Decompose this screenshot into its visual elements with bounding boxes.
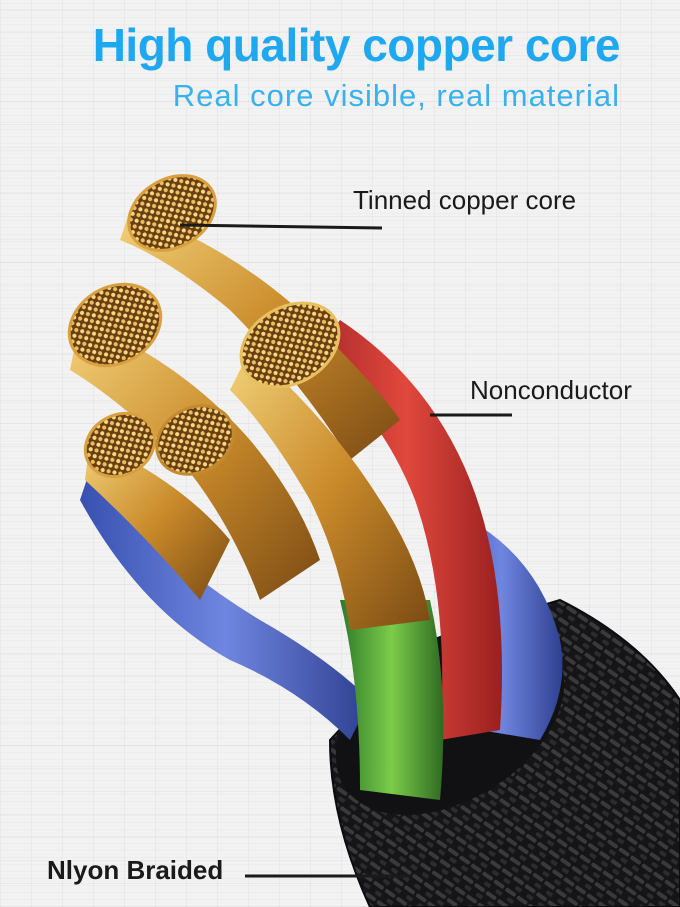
red-wire: [310, 320, 502, 740]
label-nylon-braided: Nlyon Braided: [47, 855, 224, 885]
copper-bundle-green: [230, 350, 430, 630]
copper-bundle-lower: [85, 440, 230, 600]
strand-end-right: [239, 301, 341, 389]
strand-end-top: [127, 174, 217, 252]
page-subtitle: Real core visible, real material: [172, 78, 620, 113]
strand-end-lower-left: [83, 411, 157, 479]
strand-end-left: [67, 282, 163, 368]
leader-tinned: [179, 223, 383, 230]
strand-end-lower-mid: [155, 404, 235, 476]
blue-wire-left: [80, 470, 370, 740]
label-nonconductor: Nonconductor: [470, 375, 632, 405]
label-tinned-copper-core: Tinned copper core: [353, 185, 577, 215]
green-wire: [340, 600, 444, 800]
page-title: High quality copper core: [92, 19, 621, 71]
